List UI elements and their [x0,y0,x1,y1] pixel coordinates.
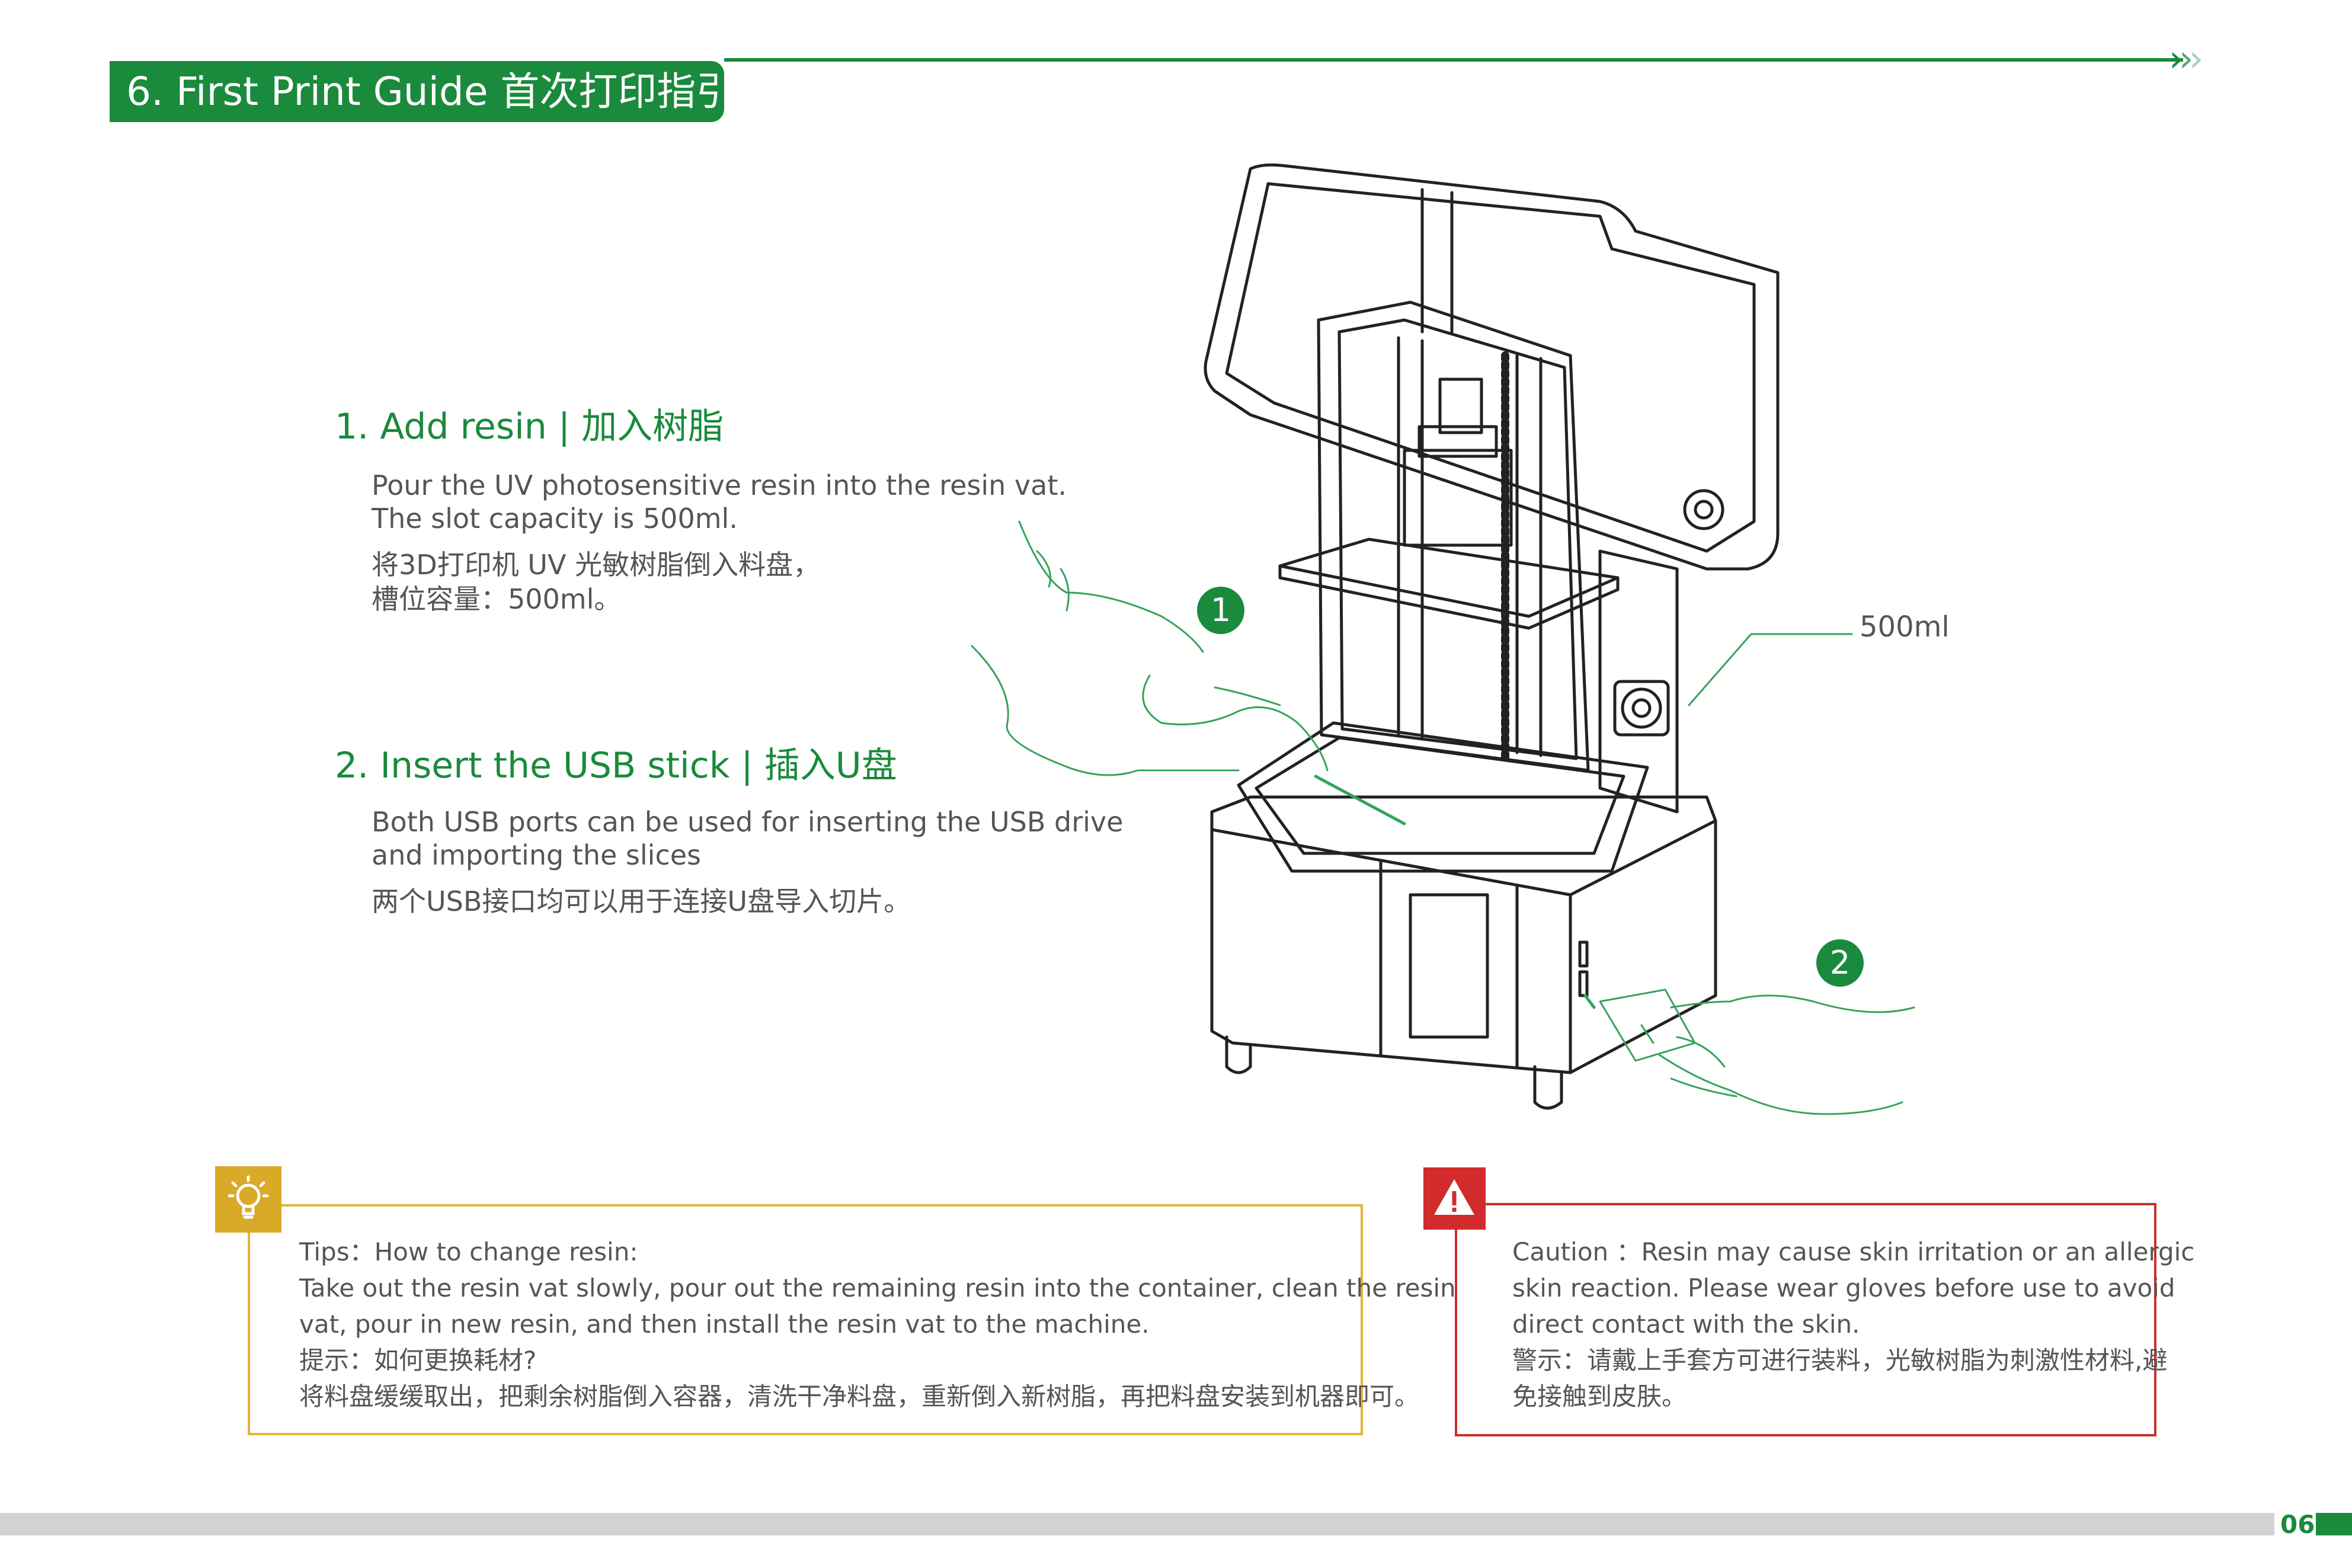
capacity-label: 500ml [1860,610,1950,644]
step-1-text-line: Pour the UV photosensitive resin into th… [372,469,1067,501]
page-number: 06 [2280,1510,2315,1539]
caution-line: direct contact with the skin. [1512,1310,1860,1339]
step-2-text-line: and importing the slices [372,839,701,871]
caution-line: 免接触到皮肤。 [1512,1382,1687,1411]
header-bar [110,61,724,122]
step-2-badge: 2 [1816,939,1864,987]
lightbulb-icon [215,1166,281,1233]
step-1-text-zh-line: 将3D打印机 UV 光敏树脂倒入料盘， [372,549,821,581]
warning-icon [1423,1167,1486,1230]
step-2-text-line: Both USB ports can be used for inserting… [372,806,1124,838]
tip-line: 将料盘缓缓取出，把剩余树脂倒入容器，清洗干净料盘，重新倒入新树脂，再把料盘安装到… [299,1382,1420,1411]
caution-text: Caution ：Resin may cause skin irritation… [1512,1234,2194,1415]
step-1-title: 1. Add resin | 加入树脂 [335,406,724,447]
step-1-text-zh-line: 槽位容量：500ml。 [372,583,622,615]
printer-illustration [971,163,1915,1115]
tip-line: Tips：How to change resin: [299,1237,638,1266]
tip-line: vat, pour in new resin, and then install… [299,1310,1150,1339]
tip-box [248,1204,1363,1435]
tip-line: 提示：如何更换耗材? [299,1346,537,1375]
lightbulb-icon [228,1175,269,1219]
step-1-badge: 1 [1197,587,1244,634]
chevrons-icon: ››› [2169,37,2203,80]
header-rule [724,58,2183,62]
caution-box [1455,1203,2156,1436]
step-2-text-zh-line: 两个USB接口均可以用于连接U盘导入切片。 [372,885,911,917]
caution-line: 警示：请戴上手套方可进行装料，光敏树脂为刺激性材料,避 [1512,1346,2168,1375]
step-2-title: 2. Insert the USB stick | 插入U盘 [335,745,897,786]
tip-line: Take out the resin vat slowly, pour out … [299,1273,1456,1303]
tip-text: Tips：How to change resin: Take out the r… [299,1234,1456,1415]
warning-icon [1434,1179,1474,1215]
footer-bar [0,1513,2274,1535]
caution-line: Caution ：Resin may cause skin irritation… [1512,1237,2195,1266]
step-1-text-line: The slot capacity is 500ml. [372,503,738,535]
page-title: 6. First Print Guide 首次打印指引 [126,69,735,114]
caution-line: skin reaction. Please wear gloves before… [1512,1273,2175,1303]
page-number-block [2316,1513,2352,1535]
